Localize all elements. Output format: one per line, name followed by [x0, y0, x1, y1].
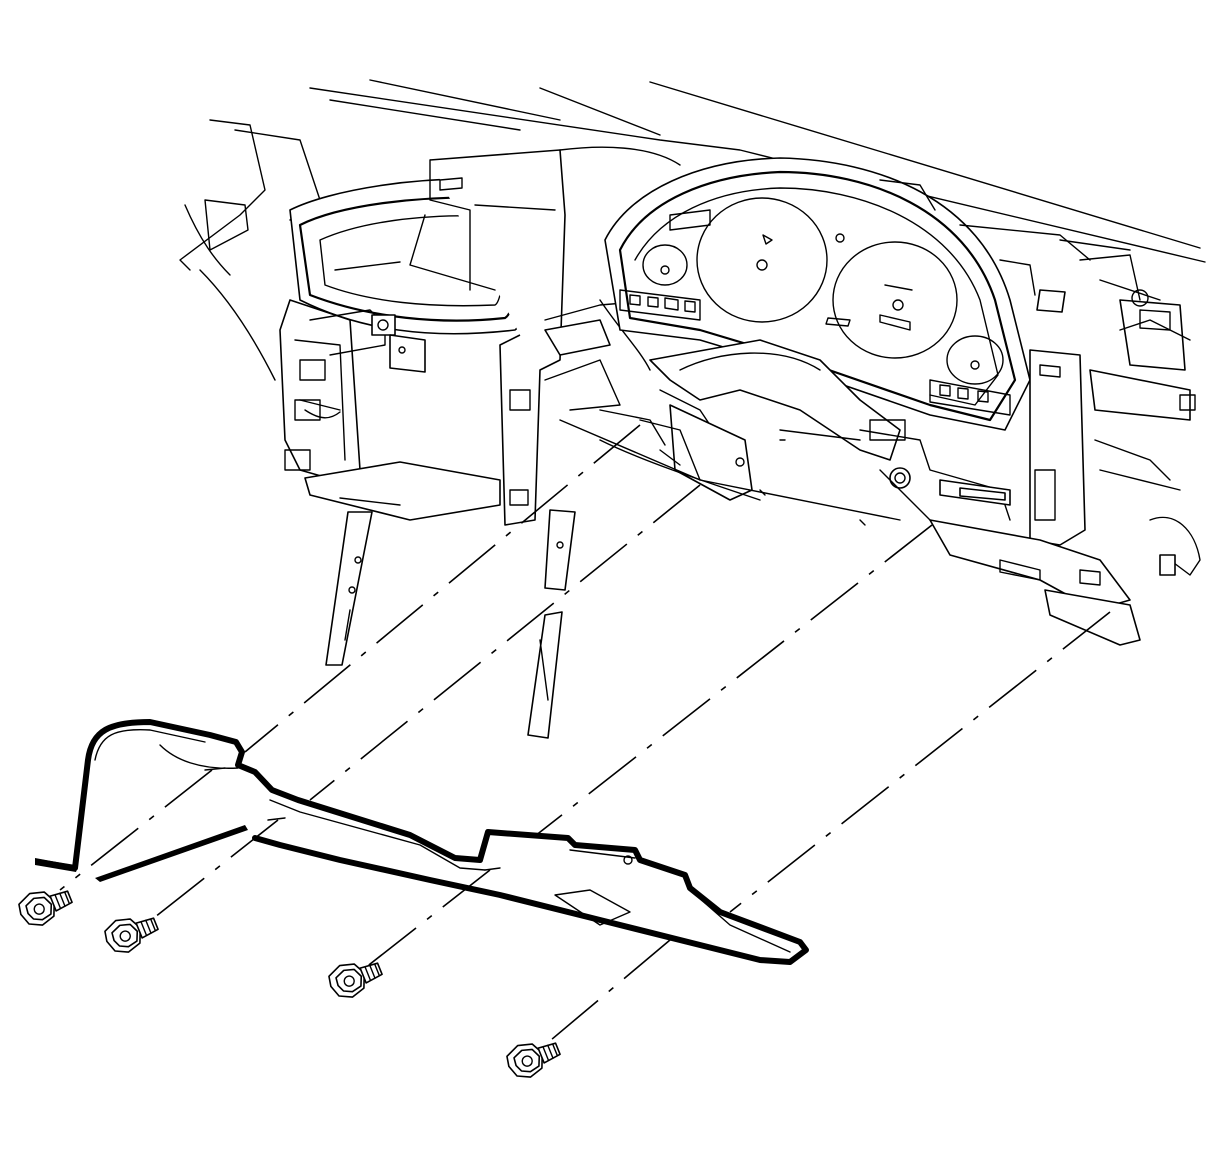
bolt-3: [328, 962, 383, 998]
alignment-lines: [59, 424, 1111, 1046]
bolt-2: [104, 917, 159, 953]
bolt-1: [18, 890, 73, 926]
lower-trim-panel: [35, 719, 809, 965]
instrument-panel-carrier: [179, 79, 1206, 739]
bolt-4: [506, 1042, 561, 1078]
